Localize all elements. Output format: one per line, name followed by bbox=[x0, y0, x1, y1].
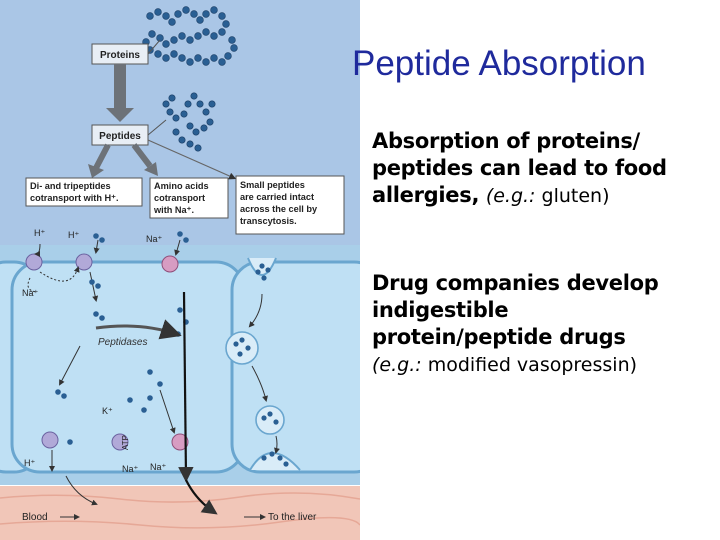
protein-connector bbox=[147, 39, 161, 55]
bullet-1-example: (e.g.: gluten) bbox=[486, 185, 610, 207]
basal-transporter-left bbox=[41, 431, 59, 449]
label-na-left: Na⁺ bbox=[22, 288, 39, 298]
bullet-2-example-prefix: (e.g.: bbox=[372, 354, 422, 376]
arrow-aa-down bbox=[159, 389, 176, 434]
peptides-connector bbox=[147, 119, 167, 136]
slide-title: Peptide Absorption bbox=[352, 44, 646, 83]
arrow-aa-in bbox=[174, 239, 181, 256]
small-peptide-box bbox=[235, 175, 345, 235]
di-tripeptide-text-2: cotransport with H⁺. bbox=[30, 193, 119, 203]
label-na-top: Na⁺ bbox=[146, 234, 163, 244]
branch-arrow-left bbox=[93, 143, 111, 170]
di-tripeptide-text-1: Di- and tripeptides bbox=[30, 181, 111, 191]
bullet-food-allergies: Absorption of proteins/ peptides can lea… bbox=[372, 128, 718, 210]
arrow-h-in bbox=[34, 243, 41, 257]
arrow-h-recycle bbox=[39, 266, 80, 282]
small-peptide-text-3: across the cell by bbox=[240, 204, 318, 214]
di-tripeptide-box bbox=[25, 177, 143, 207]
peptide-absorption-diagram: Proteins Peptides Di- and tripeptides co… bbox=[0, 0, 360, 540]
small-peptide-text-4: transcytosis. bbox=[240, 216, 297, 226]
arrow-vesicle-2 bbox=[251, 365, 268, 402]
basal-sodium-pump bbox=[111, 433, 129, 451]
bullet-2-example-text: modified vasopressin) bbox=[427, 354, 638, 376]
label-h-1: H⁺ bbox=[34, 228, 45, 238]
label-to-the-liver: To the liver bbox=[268, 512, 317, 523]
label-blood: Blood bbox=[22, 512, 48, 523]
digestion-arrow bbox=[106, 64, 134, 122]
branch-arrow-right bbox=[147, 139, 237, 180]
lumen-amino-acids bbox=[93, 231, 189, 243]
branch-arrow-mid bbox=[131, 143, 153, 168]
proteins-label: Proteins bbox=[100, 50, 140, 61]
bullet-1-text: Absorption of proteins/ peptides can lea… bbox=[372, 129, 667, 207]
bullet-2-example: (e.g.: modified vasopressin) bbox=[372, 354, 637, 376]
transcytosis-vesicles bbox=[225, 257, 301, 471]
bullet-2-line-3: protein/peptide drugs bbox=[372, 325, 626, 349]
amino-acid-box bbox=[149, 177, 229, 219]
arrow-vesicle-3 bbox=[274, 435, 280, 454]
apical-transporter-left bbox=[25, 253, 43, 271]
enterocyte-right bbox=[230, 260, 360, 474]
bullet-1-example-text: gluten) bbox=[541, 185, 610, 207]
peptidases-arrow bbox=[95, 319, 182, 340]
label-h-2: H⁺ bbox=[68, 230, 79, 240]
arrow-to-blood bbox=[185, 479, 218, 515]
arrow-blood-small bbox=[65, 475, 98, 506]
arrow-dipeptide-in bbox=[93, 239, 100, 254]
amino-acid-text-3: with Na⁺. bbox=[153, 205, 194, 215]
small-peptide-text-2: are carried intact bbox=[240, 192, 314, 202]
label-k: K⁺ bbox=[102, 406, 113, 416]
bullet-drug-companies: Drug companies develop indigestible prot… bbox=[372, 270, 718, 379]
arrow-na-out bbox=[27, 277, 37, 293]
peptides-label: Peptides bbox=[99, 131, 141, 142]
peptide-fragments bbox=[162, 92, 216, 152]
basal-sodium-transporter bbox=[171, 433, 189, 451]
arrow-into-cell bbox=[89, 271, 99, 302]
arrow-main-down bbox=[178, 291, 194, 483]
bullet-2-line-2: indigestible bbox=[372, 298, 509, 322]
label-peptidases: Peptidases bbox=[98, 337, 147, 348]
bullet-2-line-1: Drug companies develop bbox=[372, 271, 659, 295]
amino-acid-text-2: cotransport bbox=[154, 193, 205, 203]
small-peptide-text-1: Small peptides bbox=[240, 180, 305, 190]
label-atp: ATP bbox=[121, 435, 130, 450]
arrow-down-left bbox=[59, 345, 81, 386]
arrow-vesicle-1 bbox=[248, 293, 263, 328]
label-h-bottom: H⁺ bbox=[24, 458, 35, 468]
protein-chain bbox=[142, 6, 238, 66]
bullet-1-example-prefix: (e.g.: bbox=[485, 185, 536, 207]
label-na-bottom-1: Na⁺ bbox=[122, 464, 139, 474]
apical-sodium-transporter bbox=[161, 255, 179, 273]
label-na-bottom-2: Na⁺ bbox=[150, 462, 167, 472]
amino-acid-text-1: Amino acids bbox=[154, 181, 209, 191]
apical-transporter-mid bbox=[75, 253, 93, 271]
